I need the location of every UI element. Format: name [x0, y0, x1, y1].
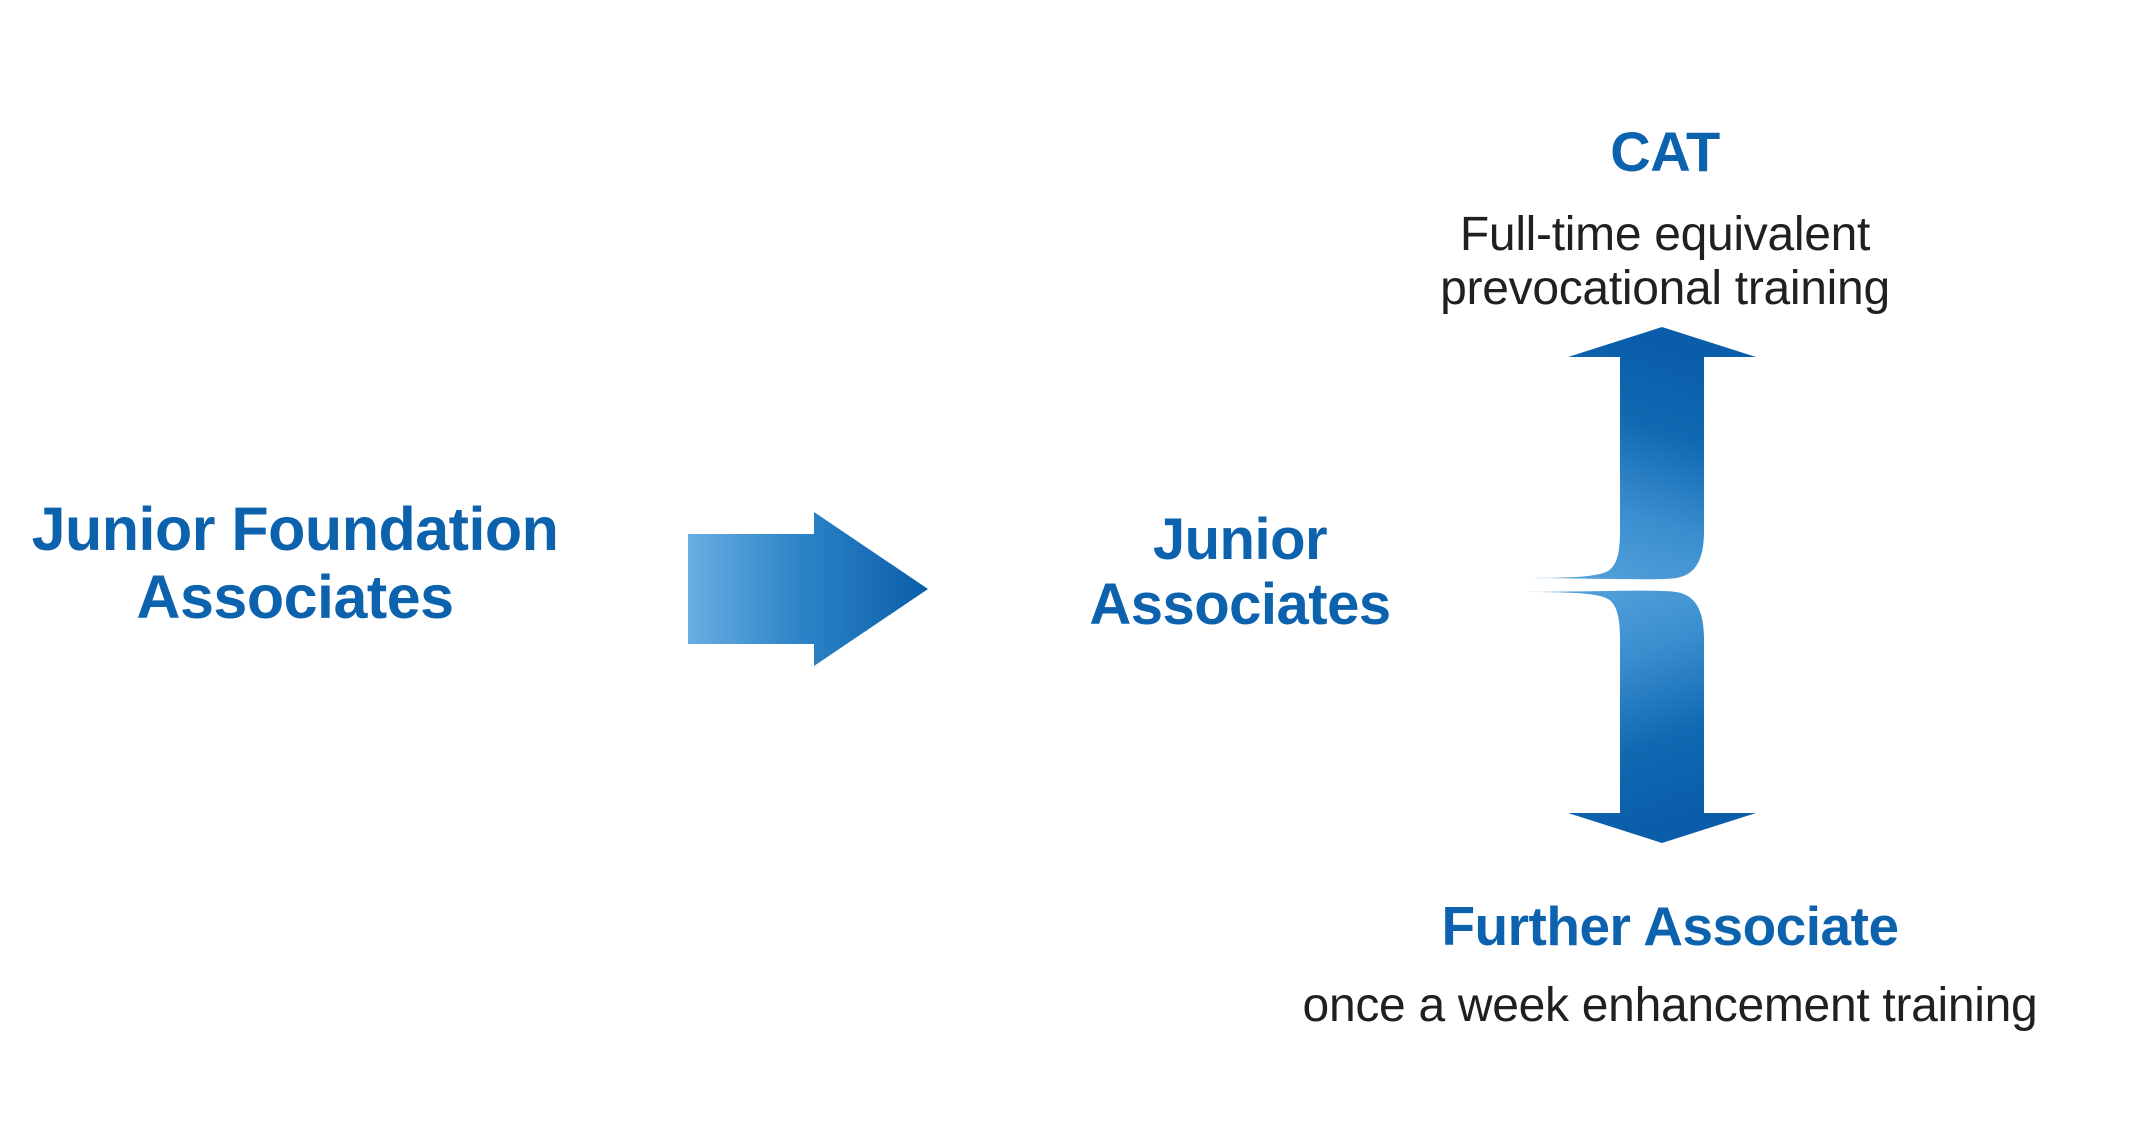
node-cat-caption: Full-time equivalent prevocational train… [1440, 207, 1890, 316]
node-further-associate: Further Associate once a week enhancemen… [1215, 878, 2125, 1052]
node-further-associate-caption: once a week enhancement training [1302, 979, 2038, 1033]
node-further-associate-title: Further Associate [1441, 894, 1899, 957]
node-junior-foundation-associates: Junior Foundation Associates [31, 495, 559, 632]
arrow-branch-down-shape [1510, 590, 1756, 843]
node-cat: CAT Full-time equivalent prevocational t… [1370, 103, 1960, 335]
arrow-right-shape [688, 512, 928, 666]
arrow-right-icon [688, 512, 928, 666]
arrow-branch-up-shape [1510, 327, 1756, 580]
node-cat-title: CAT [1610, 119, 1720, 183]
node-junior-associates: Junior Associates [1089, 507, 1391, 637]
arrow-branch-group [1510, 327, 1756, 843]
